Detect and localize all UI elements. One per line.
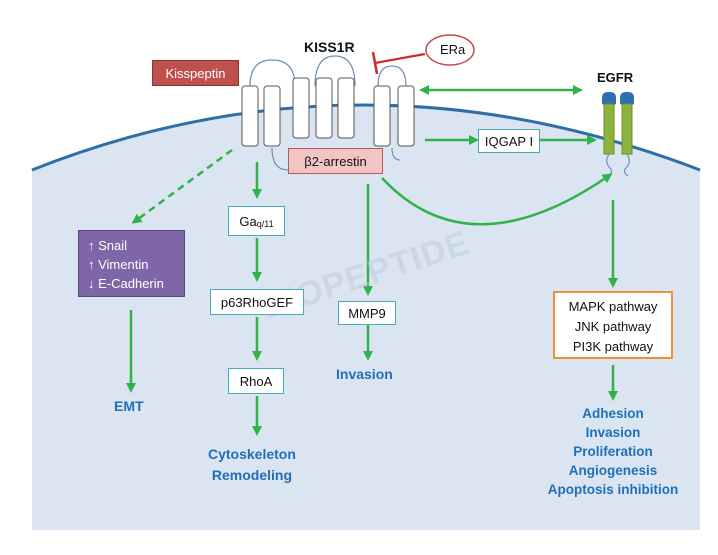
arrow-to-emt xyxy=(131,148,233,224)
kisspeptin-label: Kisspeptin xyxy=(165,65,226,81)
effect-adhesion: Adhesion xyxy=(582,406,644,421)
outcome-egfr-effects: Adhesion Invasion Proliferation Angiogen… xyxy=(534,404,692,499)
kiss1r-receptor xyxy=(241,77,415,147)
gaq11-subscript: q/11 xyxy=(256,218,274,229)
kiss1r-label: KISS1R xyxy=(304,39,355,55)
egfr-label: EGFR xyxy=(597,70,634,85)
mmp9-label: MMP9 xyxy=(348,305,386,321)
kisspeptin-box: Kisspeptin xyxy=(152,60,239,86)
outcome-cytoskeleton-line1: Cytoskeleton xyxy=(208,446,296,462)
outcome-invasion: Invasion xyxy=(336,366,393,382)
pathways-box: MAPK pathway JNK pathway PI3K pathway xyxy=(553,291,673,359)
effect-angiogenesis: Angiogenesis xyxy=(568,463,658,478)
era-inhibition-bar xyxy=(371,51,379,75)
effect-invasion: Invasion xyxy=(585,425,641,440)
p63rhogef-label: p63RhoGEF xyxy=(220,294,294,310)
era-inhibition-line xyxy=(374,52,426,65)
era-label: ERa xyxy=(440,42,466,57)
arrow-arrestin-egfr xyxy=(381,173,613,226)
egfr-receptor xyxy=(602,92,634,177)
gaq11-label: Ga xyxy=(239,213,257,229)
rhoa-box: RhoA xyxy=(228,368,284,394)
emt-marker-vimentin: ↑ Vimentin xyxy=(88,257,149,272)
b2-arrestin-label: β2-arrestin xyxy=(304,153,367,169)
b2-arrestin-box: β2-arrestin xyxy=(288,148,383,174)
arrows xyxy=(126,85,618,436)
pathway-pi3k: PI3K pathway xyxy=(572,339,654,354)
iqgap1-label: IQGAP I xyxy=(484,133,534,149)
mmp9-box: MMP9 xyxy=(338,301,396,325)
outcome-cytoskeleton-line2: Remodeling xyxy=(211,467,293,483)
effect-apoptosis-inhibition: Apoptosis inhibition xyxy=(547,482,679,497)
pathway-jnk: JNK pathway xyxy=(574,319,652,334)
outcome-cytoskeleton: Cytoskeleton Remodeling xyxy=(208,444,296,486)
outcome-emt: EMT xyxy=(114,398,144,414)
emt-markers-box: ↑ Snail ↑ Vimentin ↓ E-Cadherin xyxy=(78,230,185,297)
emt-marker-snail: ↑ Snail xyxy=(88,238,128,253)
era-oval xyxy=(425,34,475,66)
p63rhogef-box: p63RhoGEF xyxy=(210,289,304,315)
pathway-mapk: MAPK pathway xyxy=(568,299,658,314)
rhoa-label: RhoA xyxy=(239,373,273,389)
iqgap1-box: IQGAP I xyxy=(478,129,540,153)
effect-proliferation: Proliferation xyxy=(573,444,653,459)
emt-marker-ecadherin: ↓ E-Cadherin xyxy=(88,276,164,291)
